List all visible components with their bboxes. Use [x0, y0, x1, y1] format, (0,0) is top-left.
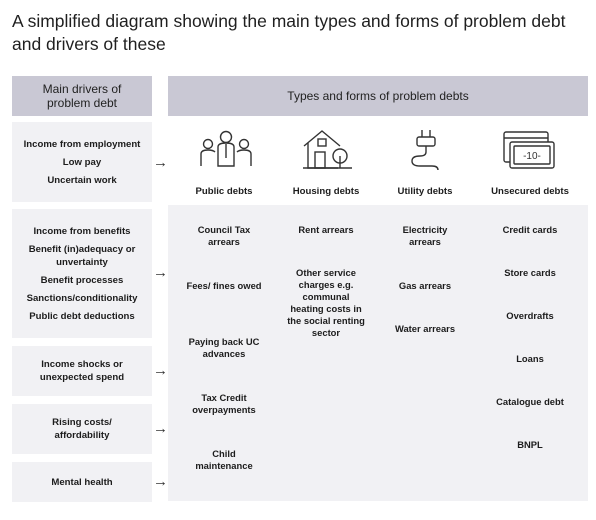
plug-icon	[406, 128, 446, 174]
driver-line: Benefit processes	[40, 274, 124, 286]
list-item: Water arrears	[394, 323, 456, 334]
drivers-header: Main drivers of problem debt	[12, 76, 152, 116]
list-item: Tax Credit overpayments	[192, 392, 256, 415]
arrow-right-icon: →	[153, 154, 168, 171]
arrow-right-icon: →	[153, 362, 168, 379]
driver-line: Uncertain work	[47, 174, 117, 186]
types-header: Types and forms of problem debts	[168, 76, 588, 116]
column-header-housing: Housing debts	[292, 186, 360, 197]
driver-income-shocks: Income shocks or unexpected spend	[12, 346, 152, 396]
driver-benefits: Income from benefits Benefit (in)adequac…	[12, 209, 152, 338]
driver-line: Income shocks or unexpected spend	[39, 359, 125, 383]
list-item: Loans	[516, 353, 544, 364]
list-item: Fees/ fines owed	[186, 280, 262, 291]
list-item: Paying back UC advances	[188, 336, 260, 359]
list-item: Council Tax arrears	[197, 224, 251, 247]
people-icon	[198, 128, 254, 172]
page-title: A simplified diagram showing the main ty…	[12, 11, 566, 54]
list-item: Other service charges e.g. communal heat…	[287, 267, 365, 338]
column-header-public: Public debts	[195, 186, 253, 197]
list-item: Credit cards	[502, 224, 558, 235]
drivers-header-text: Main drivers of problem debt	[42, 82, 122, 110]
list-item: Gas arrears	[398, 280, 452, 291]
banknote-text: -10-	[523, 151, 541, 162]
column-header-unsecured: Unsecured debts	[491, 186, 569, 197]
arrow-right-icon: →	[153, 264, 168, 281]
driver-line: Low pay	[62, 156, 102, 168]
column-header-utility: Utility debts	[397, 186, 453, 197]
driver-line: Income from benefits	[33, 225, 131, 237]
types-header-text: Types and forms of problem debts	[287, 89, 469, 103]
list-item: Overdrafts	[506, 310, 554, 321]
list-item: Store cards	[504, 267, 556, 278]
driver-line: Sanctions/conditionality	[26, 292, 138, 304]
list-item: Catalogue debt	[496, 396, 564, 407]
driver-mental-health: Mental health	[12, 462, 152, 502]
driver-employment: Income from employment Low pay Uncertain…	[12, 122, 152, 202]
list-item: Rent arrears	[298, 224, 354, 235]
list-item: Child maintenance	[195, 448, 253, 471]
arrow-right-icon: →	[153, 420, 168, 437]
list-item: BNPL	[517, 439, 543, 450]
driver-line: Public debt deductions	[29, 310, 135, 322]
arrow-right-icon: →	[153, 473, 168, 490]
driver-line: Mental health	[51, 476, 113, 488]
driver-line: Benefit (in)adequacy or unvertainty	[28, 243, 136, 268]
banknote-icon: -10-	[502, 130, 558, 172]
driver-line: Rising costs/ affordability	[52, 417, 112, 441]
driver-rising-costs: Rising costs/ affordability	[12, 404, 152, 454]
list-item: Electricity arrears	[402, 224, 448, 247]
house-icon	[300, 126, 356, 172]
driver-line: Income from employment	[23, 138, 141, 150]
